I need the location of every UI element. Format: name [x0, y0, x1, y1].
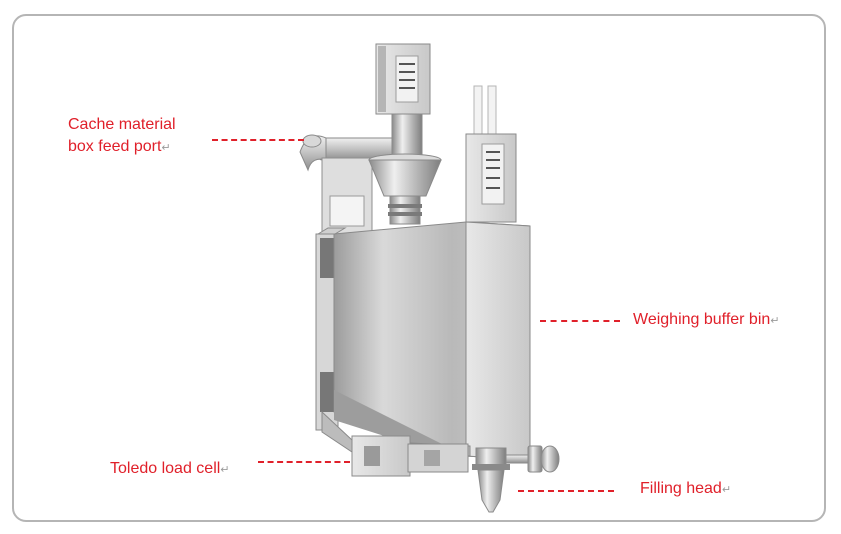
label-cache-feed-port: Cache material box feed port↵	[68, 114, 176, 159]
label-weighing-buffer-bin: Weighing buffer bin↵	[633, 309, 780, 332]
label-load-cell-text: Toledo load cell	[110, 460, 221, 477]
weighing-buffer-bin	[315, 221, 531, 462]
load-cell-base	[321, 410, 471, 477]
leader-weighing-buffer-bin	[540, 320, 620, 322]
label-filling-head: Filling head↵	[640, 478, 731, 501]
label-weighing-text: Weighing buffer bin	[633, 311, 771, 328]
label-cache-line2: box feed port	[68, 138, 162, 155]
return-mark: ↵	[220, 464, 230, 476]
leader-cache-feed-port	[212, 139, 304, 141]
feed-port-pipe	[299, 134, 399, 172]
top-actuator	[375, 43, 431, 157]
funnel-hopper	[368, 153, 442, 225]
rear-frame	[321, 157, 373, 239]
label-filling-text: Filling head	[640, 480, 722, 497]
return-mark: ↵	[721, 484, 732, 496]
leader-filling-head	[518, 490, 614, 492]
return-mark: ↵	[161, 142, 171, 154]
filling-head	[472, 445, 560, 513]
label-cache-line1: Cache material	[68, 116, 176, 133]
return-mark: ↵	[770, 315, 780, 327]
leader-load-cell	[258, 461, 350, 463]
label-load-cell: Toledo load cell↵	[110, 458, 230, 481]
side-actuator	[465, 85, 517, 223]
